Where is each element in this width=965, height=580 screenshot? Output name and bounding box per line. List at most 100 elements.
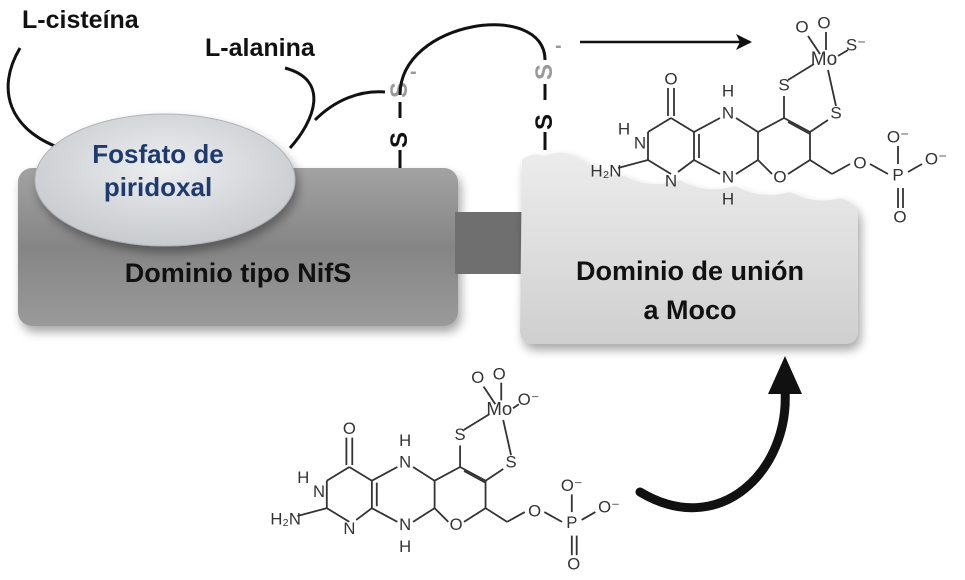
bond [837,49,849,57]
bond [485,507,508,523]
bond [647,117,672,133]
svg-text:S: S [386,132,413,148]
atom-label: P [566,513,577,532]
bond [326,507,350,523]
svg-text:-: - [410,61,417,83]
atom-label: H [399,431,411,450]
atom-label: H [722,189,734,208]
atom-label: H [399,537,411,556]
atom-label: O⁻ [925,149,947,168]
atom-label: H [618,119,630,138]
bond [783,117,811,133]
bond [907,163,923,173]
atom-label: O [817,13,830,32]
moco-domain-label-line2: a Moco [643,295,737,326]
atom-label: N [399,515,411,534]
bond [348,466,373,482]
bond [735,117,759,133]
atom-label: O⁻ [598,498,620,517]
atom-label: O [853,153,866,172]
cysteine-label: L-cisteína [22,6,139,34]
bond [809,159,833,175]
bond [326,466,350,482]
atom-label: N [399,452,411,471]
atom-label: N [313,482,325,501]
bond [787,159,811,175]
plp-label-line1: Fosfato de [92,139,224,169]
bond [355,507,373,521]
bond [463,413,490,431]
atom-label: S [505,452,516,471]
atom-label: H₂N [270,509,301,528]
bond [463,507,487,523]
bond [735,159,759,175]
bond [485,468,504,482]
atom-label: O⁻ [561,476,583,495]
atom-label: N [343,519,355,538]
svg-text:S: S [531,64,558,80]
bond [434,466,461,482]
bond [827,69,837,107]
bond [581,511,596,521]
atom-label: S [830,103,841,122]
atom-label: O [343,419,356,438]
bond [371,466,398,482]
svg-text:S: S [531,114,558,130]
moco-domain-block [520,152,858,344]
plp-label-line2: piridoxal [103,171,213,202]
bond [807,35,821,55]
moco-domain-label-line1: Dominio de unión [576,256,804,286]
atom-label: O⁻ [887,127,909,146]
plp-ellipse [34,113,296,247]
bond [502,419,512,456]
moco-domain-label: Dominio de unión a Moco [522,252,858,330]
sulfuration-arrow [580,34,752,50]
atom-label: Mo [486,398,512,419]
bond [647,159,672,175]
bond [809,119,829,133]
bond [297,507,328,517]
bond [506,511,526,523]
atom-label: O [567,554,580,573]
atom-label: O [450,515,463,534]
atom-label: N [722,103,734,122]
bond [543,511,563,523]
bond [831,163,851,175]
bond [787,121,811,135]
bond [371,507,398,523]
nifs-domain-label: Dominio tipo NifS [124,258,352,288]
bond [787,63,815,81]
atom-label: O [664,69,677,88]
bond [670,117,695,133]
bond [412,507,436,523]
atom-label: H [722,81,734,100]
atom-label: O [795,17,808,36]
atom-label: S⁻ [846,35,866,54]
domain-linker [455,212,527,274]
atom-label: N [634,133,646,152]
bond [757,117,785,133]
bond [693,159,721,175]
atom-label: O [773,167,786,186]
atom-label: Mo [811,49,837,70]
transfer-arc [398,23,547,96]
bond [869,163,889,175]
atom-label: N [722,167,734,186]
bond [459,466,486,482]
bond [512,403,520,409]
plp-label: Fosfato de piridoxal [58,138,258,203]
bond [412,466,436,482]
atom-label: H₂N [590,161,621,180]
bond [677,159,695,173]
atom-label: P [892,165,903,184]
atom-label: O⁻ [518,390,540,409]
alanine-curve [284,66,316,149]
cysteine-curve [6,47,61,150]
alanine-sulfur-curve [313,90,386,122]
atom-label: S [778,75,789,94]
atom-label: H [297,468,309,487]
